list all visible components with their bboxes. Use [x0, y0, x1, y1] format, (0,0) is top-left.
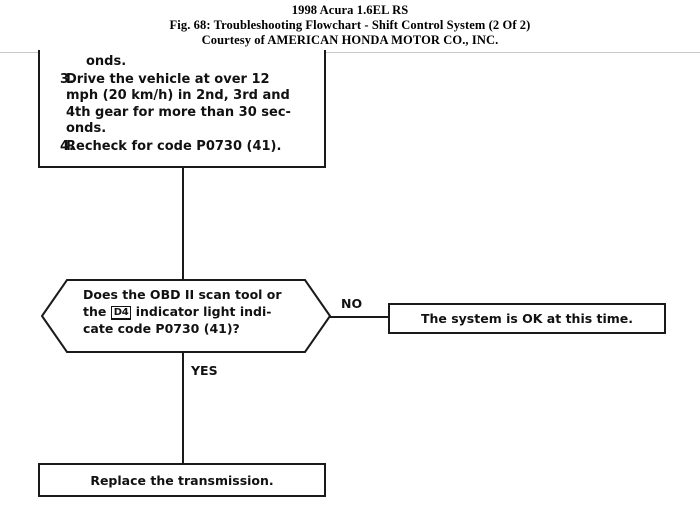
step-line: onds.	[66, 121, 107, 136]
decision-line-3: cate code P0730 (41)?	[83, 320, 240, 336]
branch-label-yes: YES	[191, 363, 218, 378]
outcome-text-replace-transmission: Replace the transmission.	[90, 472, 274, 488]
outcome-text-system-ok: The system is OK at this time.	[420, 311, 634, 326]
header-line-figure-title: Fig. 68: Troubleshooting Flowchart - Shi…	[169, 18, 531, 32]
procedure-step: 4. Recheck for code P0730 (41).	[40, 139, 324, 156]
step-number: 3.	[60, 71, 74, 87]
step-line: Recheck for code P0730 (41).	[66, 138, 282, 154]
connector-steps-to-decision	[182, 167, 184, 281]
connector-no-branch	[330, 316, 388, 318]
step-line: Drive the vehicle at over 12	[66, 71, 270, 87]
outcome-box-replace-transmission: Replace the transmission.	[38, 463, 326, 497]
header-line-vehicle: 1998 Acura 1.6EL RS	[291, 3, 409, 17]
procedure-step: 3. Drive the vehicle at over 12 mph (20 …	[40, 72, 324, 138]
decision-line-2-suffix: indicator light indi-	[131, 303, 272, 319]
d4-indicator-icon: D4	[110, 305, 132, 320]
step-body: Drive the vehicle at over 12 mph (20 km/…	[66, 72, 291, 138]
decision-hexagon: Does the OBD II scan tool or the D4 indi…	[41, 279, 331, 353]
outcome-box-system-ok: The system is OK at this time.	[388, 303, 666, 334]
figure-header: 1998 Acura 1.6EL RS Fig. 68: Troubleshoo…	[0, 0, 700, 48]
connector-yes-branch	[182, 352, 184, 463]
step-continuation-text: onds.	[86, 54, 127, 69]
procedure-steps-box: onds. 3. Drive the vehicle at over 12 mp…	[38, 50, 326, 168]
step-body: Recheck for code P0730 (41).	[66, 139, 281, 156]
step-line: mph (20 km/h) in 2nd, 3rd and	[66, 88, 290, 103]
branch-label-no: NO	[341, 296, 363, 311]
header-divider	[0, 52, 700, 53]
step-number: 4.	[60, 138, 74, 154]
decision-text: Does the OBD II scan tool or the D4 indi…	[83, 287, 282, 337]
decision-line-2-prefix: the	[83, 303, 111, 319]
header-line-courtesy: Courtesy of AMERICAN HONDA MOTOR CO., IN…	[201, 33, 499, 47]
decision-line-1: Does the OBD II scan tool or	[83, 287, 282, 302]
step-line: 4th gear for more than 30 sec-	[66, 104, 291, 120]
decision-line-2: the D4 indicator light indi-	[83, 304, 282, 321]
procedure-steps-list: onds. 3. Drive the vehicle at over 12 mp…	[40, 50, 324, 155]
